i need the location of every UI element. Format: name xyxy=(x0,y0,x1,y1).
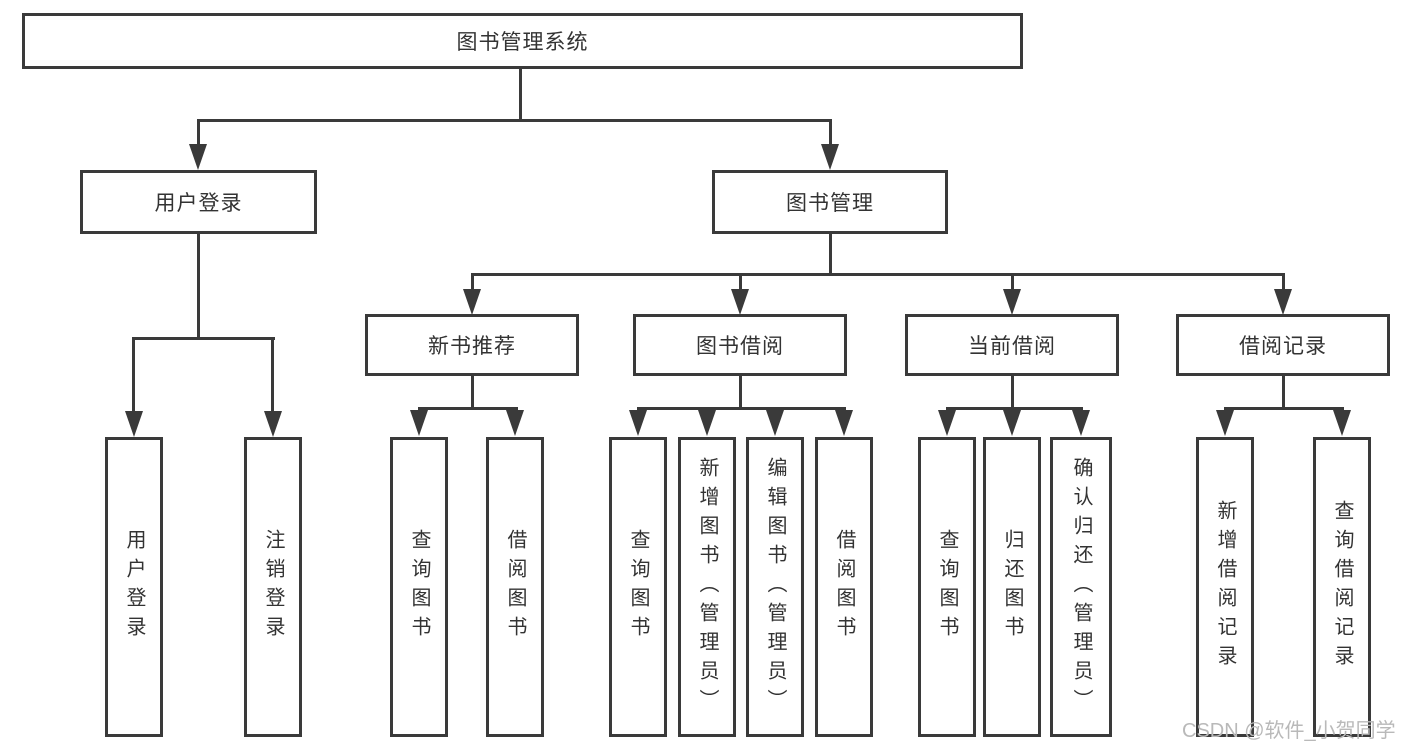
arrow-down-icon xyxy=(629,410,647,436)
arrow-down-icon xyxy=(938,410,956,436)
leaf-label: 新增借阅记录 xyxy=(1214,500,1236,674)
leaf-borrow-books: 借阅图书 xyxy=(815,437,873,737)
node-user-login: 用户登录 xyxy=(80,170,317,234)
watermark: CSDN @软件_小贺同学 xyxy=(1182,720,1396,742)
arrow-down-icon xyxy=(698,410,716,436)
connector-line xyxy=(132,337,135,412)
node-label: 当前借阅 xyxy=(968,335,1056,358)
leaf-return-books: 归还图书 xyxy=(983,437,1041,737)
leaf-confirm-return-admin: 确认归还（管理员） xyxy=(1050,437,1112,737)
node-new-book-recommendation: 新书推荐 xyxy=(365,314,579,376)
connector-line xyxy=(1011,376,1014,409)
connector-line xyxy=(1011,276,1014,291)
leaf-label: 注销登录 xyxy=(262,529,284,645)
arrow-down-icon xyxy=(1333,410,1351,436)
connector-line xyxy=(197,119,832,122)
leaf-add-books-admin: 新增图书（管理员） xyxy=(678,437,736,737)
connector-line xyxy=(829,233,832,275)
leaf-label: 新增图书（管理员） xyxy=(696,456,718,718)
connector-line xyxy=(829,119,832,147)
leaf-label: 查询图书 xyxy=(936,529,958,645)
connector-line xyxy=(132,337,275,340)
arrow-down-icon xyxy=(506,410,524,436)
connector-line xyxy=(1282,276,1285,291)
connector-line xyxy=(637,407,846,410)
leaf-label: 查询借阅记录 xyxy=(1331,500,1353,674)
arrow-down-icon xyxy=(1003,289,1021,315)
arrow-down-icon xyxy=(821,144,839,170)
arrow-down-icon xyxy=(835,410,853,436)
leaf-label: 查询图书 xyxy=(408,529,430,645)
leaf-label: 查询图书 xyxy=(627,529,649,645)
arrow-down-icon xyxy=(264,411,282,437)
node-book-borrowing: 图书借阅 xyxy=(633,314,847,376)
node-label: 图书管理 xyxy=(786,192,874,215)
leaf-query-books-recommend: 查询图书 xyxy=(390,437,448,737)
connector-line xyxy=(197,119,200,147)
node-label: 用户登录 xyxy=(154,192,243,215)
connector-line xyxy=(519,69,522,119)
leaf-query-books-borrowing: 查询图书 xyxy=(609,437,667,737)
node-label: 图书管理系统 xyxy=(456,31,589,54)
arrow-down-icon xyxy=(1216,410,1234,436)
connector-line xyxy=(471,273,1285,276)
connector-line xyxy=(271,337,274,412)
connector-line xyxy=(197,233,200,337)
leaf-user-login: 用户登录 xyxy=(105,437,163,737)
arrow-down-icon xyxy=(1274,289,1292,315)
arrow-down-icon xyxy=(1003,410,1021,436)
node-label: 图书借阅 xyxy=(696,335,784,358)
connector-line xyxy=(471,376,474,409)
leaf-label: 编辑图书（管理员） xyxy=(764,456,786,718)
connector-line xyxy=(1282,376,1285,409)
arrow-down-icon xyxy=(189,144,207,170)
leaf-label: 用户登录 xyxy=(123,529,145,645)
node-borrowing-records: 借阅记录 xyxy=(1176,314,1390,376)
connector-line xyxy=(739,376,742,409)
leaf-query-books-current: 查询图书 xyxy=(918,437,976,737)
leaf-label: 借阅图书 xyxy=(504,529,526,645)
arrow-down-icon xyxy=(731,289,749,315)
leaf-label: 归还图书 xyxy=(1001,529,1023,645)
arrow-down-icon xyxy=(125,411,143,437)
leaf-query-borrow-record: 查询借阅记录 xyxy=(1313,437,1371,737)
connector-line xyxy=(471,276,474,291)
connector-line xyxy=(1224,407,1344,410)
arrow-down-icon xyxy=(766,410,784,436)
leaf-borrow-books-recommend: 借阅图书 xyxy=(486,437,544,737)
node-current-borrowing: 当前借阅 xyxy=(905,314,1119,376)
node-label: 新书推荐 xyxy=(428,335,516,358)
arrow-down-icon xyxy=(463,289,481,315)
node-label: 借阅记录 xyxy=(1239,335,1327,358)
leaf-label: 借阅图书 xyxy=(833,529,855,645)
leaf-edit-books-admin: 编辑图书（管理员） xyxy=(746,437,804,737)
leaf-logout: 注销登录 xyxy=(244,437,302,737)
arrow-down-icon xyxy=(1072,410,1090,436)
connector-line xyxy=(418,407,518,410)
connector-line xyxy=(739,276,742,291)
node-library-management-system: 图书管理系统 xyxy=(22,13,1023,69)
node-book-management: 图书管理 xyxy=(712,170,948,234)
arrow-down-icon xyxy=(410,410,428,436)
leaf-label: 确认归还（管理员） xyxy=(1070,456,1092,718)
leaf-add-borrow-record: 新增借阅记录 xyxy=(1196,437,1254,737)
connector-line xyxy=(946,407,1083,410)
